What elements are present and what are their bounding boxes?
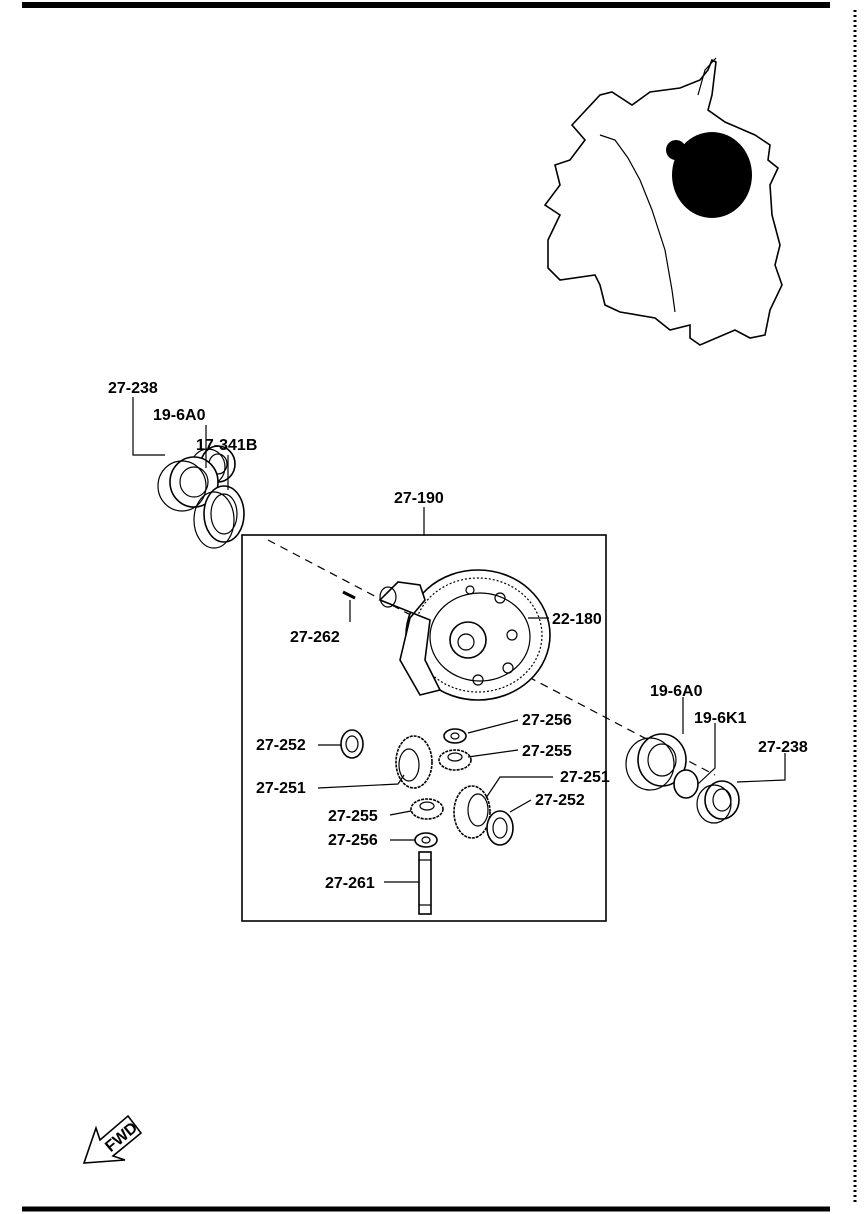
transaxle-overview bbox=[543, 57, 783, 346]
pin bbox=[342, 590, 356, 600]
thrust-washer-left bbox=[340, 729, 364, 759]
washer-bottom bbox=[414, 832, 438, 848]
label-27-238-right: 27-238 bbox=[758, 739, 808, 756]
oring-right bbox=[673, 769, 699, 799]
label-17-341B: 17-341B bbox=[196, 437, 257, 454]
label-27-252-left: 27-252 bbox=[256, 737, 306, 754]
bearing-right bbox=[625, 733, 687, 791]
side-gear-left bbox=[395, 735, 433, 789]
label-27-256-top: 27-256 bbox=[522, 712, 572, 729]
thrust-washer-right bbox=[486, 810, 514, 846]
pinion-top bbox=[438, 749, 472, 771]
ring-gear bbox=[378, 569, 551, 701]
label-27-190: 27-190 bbox=[394, 490, 444, 507]
pinion-bottom bbox=[410, 798, 444, 820]
seal-right bbox=[696, 780, 740, 824]
side-gear-right bbox=[453, 785, 491, 839]
label-27-251-right: 27-251 bbox=[560, 769, 610, 786]
washer-top bbox=[443, 728, 467, 744]
highlight-differential bbox=[672, 132, 752, 218]
label-27-251-left: 27-251 bbox=[256, 780, 306, 797]
leader-lines bbox=[132, 397, 786, 883]
label-19-6K1: 19-6K1 bbox=[694, 710, 747, 727]
label-27-261: 27-261 bbox=[325, 875, 375, 892]
adjust-shim bbox=[193, 485, 245, 549]
label-27-255-top: 27-255 bbox=[522, 743, 572, 760]
label-27-256-bottom: 27-256 bbox=[328, 832, 378, 849]
label-27-238-left: 27-238 bbox=[108, 380, 158, 397]
label-27-255-bottom: 27-255 bbox=[328, 808, 378, 825]
pinion-shaft bbox=[418, 851, 432, 915]
label-27-252-right: 27-252 bbox=[535, 792, 585, 809]
label-19-6A0-left: 19-6A0 bbox=[153, 407, 206, 424]
label-22-180: 22-180 bbox=[552, 611, 602, 628]
label-19-6A0-right: 19-6A0 bbox=[650, 683, 703, 700]
fwd-arrow-icon: FWD bbox=[82, 1114, 143, 1164]
label-27-262: 27-262 bbox=[290, 629, 340, 646]
